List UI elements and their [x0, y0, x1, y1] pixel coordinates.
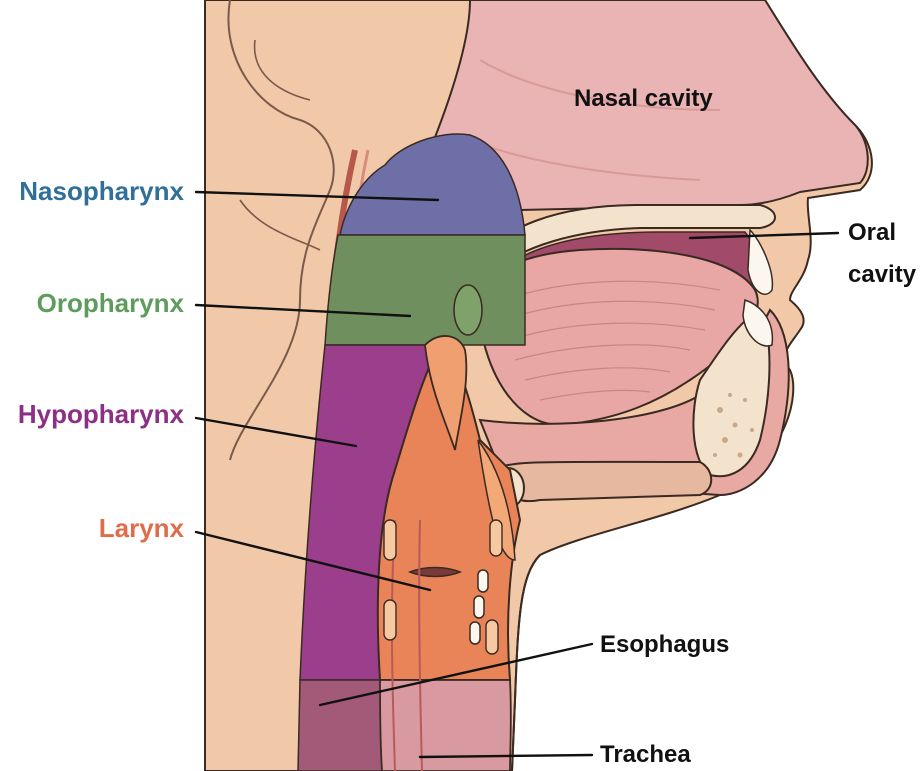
tonsil: [454, 285, 482, 335]
oropharynx-zone-main: [325, 235, 525, 345]
hypopharynx-label: Hypopharynx: [18, 399, 185, 429]
oral-cavity-label-line2: cavity: [848, 261, 917, 288]
trachea-label: Trachea: [600, 741, 691, 768]
esophagus-label: Esophagus: [600, 631, 729, 658]
oral-cavity-label-line1: Oral: [848, 219, 896, 246]
larynx-label: Larynx: [99, 513, 185, 543]
vocal-fold: [410, 568, 460, 577]
hyoid-bone: [495, 462, 711, 501]
oropharynx-label: Oropharynx: [37, 288, 185, 318]
nasal-cavity-label: Nasal cavity: [574, 85, 713, 112]
nasopharynx-label: Nasopharynx: [19, 176, 184, 206]
